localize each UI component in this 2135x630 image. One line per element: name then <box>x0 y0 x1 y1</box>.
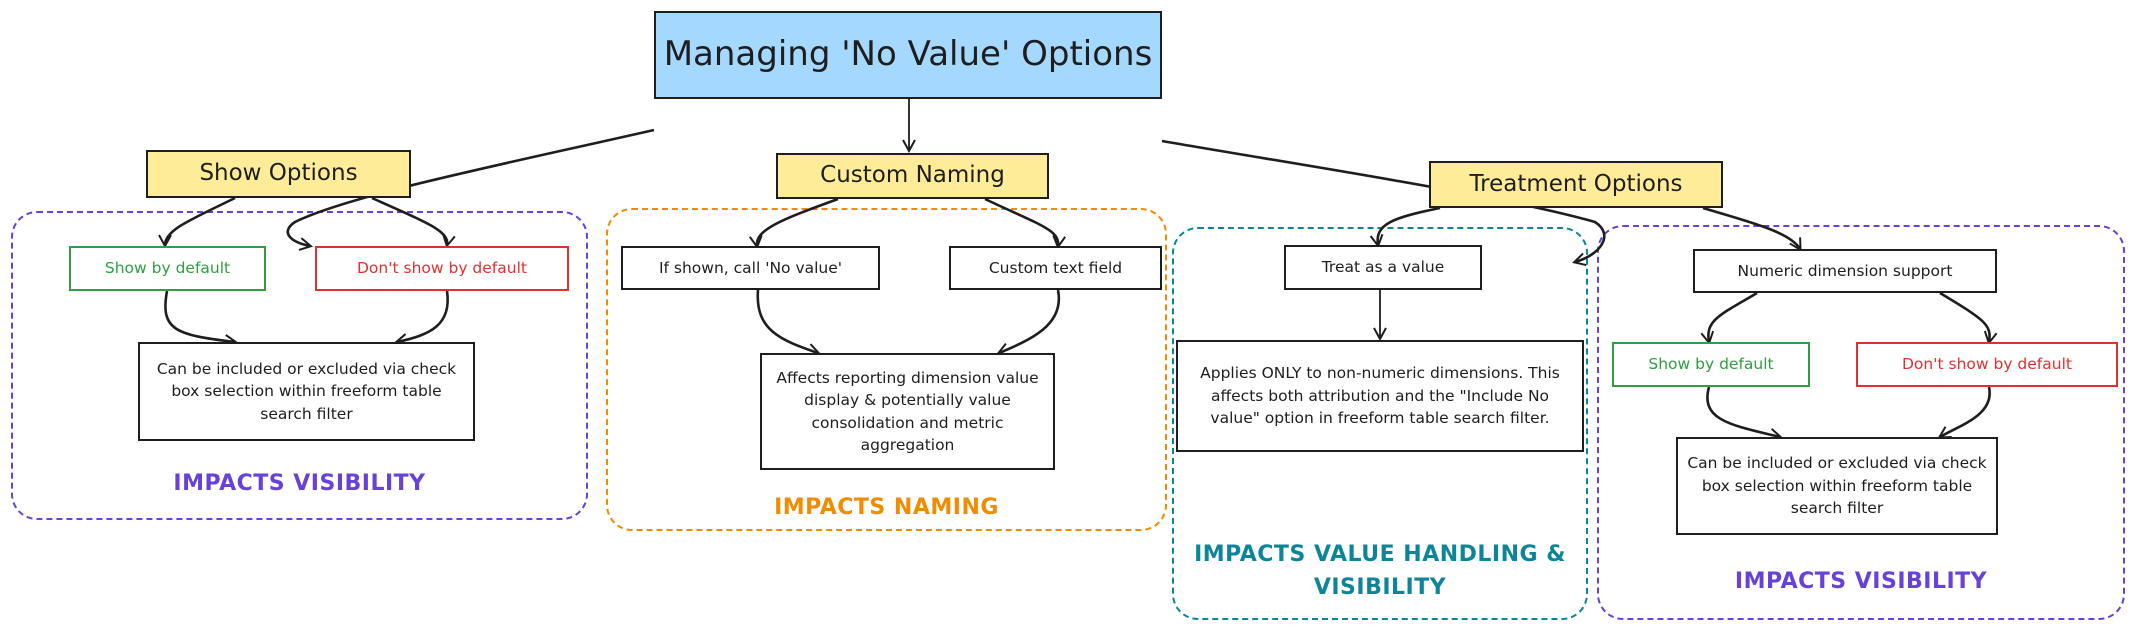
treat-result-node: Applies ONLY to non-numeric dimensions. … <box>1176 340 1584 452</box>
dont-show-by-default-label: Don't show by default <box>357 259 527 278</box>
arrow-default-to-result <box>164 290 235 342</box>
show-result-node: Can be included or excluded via check bo… <box>138 342 475 441</box>
arrow-numeric-to-dontshow <box>1939 291 1990 342</box>
group-naming <box>606 208 1167 531</box>
treat-as-value-node: Treat as a value <box>1284 245 1482 290</box>
category-show-label: Show Options <box>199 160 358 187</box>
arrow-treatment-to-treatvalue <box>1378 206 1441 245</box>
if-shown-node: If shown, call 'No value' <box>621 246 880 290</box>
arrow-customtext-to-result <box>999 289 1061 353</box>
numeric-show-by-default-node: Show by default <box>1612 342 1810 387</box>
arrow-show-to-dontshow <box>371 196 447 245</box>
numeric-support-label: Numeric dimension support <box>1737 261 1953 280</box>
category-custom-naming: Custom Naming <box>776 153 1049 199</box>
arrow-default2-to-result <box>1706 386 1780 437</box>
custom-text-node: Custom text field <box>949 246 1162 290</box>
show-group-label: IMPACTS VISIBILITY <box>173 471 426 496</box>
naming-group-label: IMPACTS NAMING <box>774 495 999 520</box>
numeric-show-by-default-label: Show by default <box>1648 355 1774 374</box>
numeric-support-node: Numeric dimension support <box>1693 249 1997 293</box>
arrow-title-to-show <box>286 128 655 246</box>
treat-group-label: IMPACTS VALUE HANDLING & VISIBILITY <box>1194 542 1566 600</box>
category-treatment-options: Treatment Options <box>1429 161 1723 208</box>
naming-result-text: Affects reporting dimension value displa… <box>776 368 1039 454</box>
numeric-result-text: Can be included or excluded via check bo… <box>1687 454 1987 518</box>
dont-show-by-default-node: Don't show by default <box>315 246 569 291</box>
group-value-handling <box>1172 227 1588 620</box>
root-title-text: Managing 'No Value' Options <box>663 34 1153 75</box>
numeric-dont-show-by-default-label: Don't show by default <box>1902 355 2072 374</box>
arrow-treatment-to-numeric <box>1702 206 1800 249</box>
arrow-dontshow-to-result <box>397 290 450 342</box>
naming-result-node: Affects reporting dimension value displa… <box>760 353 1055 470</box>
show-by-default-label: Show by default <box>104 259 231 278</box>
show-result-text: Can be included or excluded via check bo… <box>156 359 457 423</box>
numeric-result-node: Can be included or excluded via check bo… <box>1676 437 1998 535</box>
group-numeric-visibility <box>1597 225 2125 620</box>
arrow-ifshown-to-result <box>756 289 818 353</box>
category-treatment-label: Treatment Options <box>1469 170 1683 197</box>
arrow-show-to-default <box>165 196 236 245</box>
category-naming-label: Custom Naming <box>820 162 1005 189</box>
arrow-naming-to-ifshown <box>757 197 839 246</box>
group-show-visibility <box>11 211 588 520</box>
numeric-group-label: IMPACTS VISIBILITY <box>1734 569 1988 594</box>
arrow-dontshow2-to-result <box>1940 386 1991 437</box>
category-show-options: Show Options <box>146 150 411 198</box>
arrow-numeric-to-default <box>1708 291 1758 342</box>
arrow-naming-to-customtext <box>984 197 1058 246</box>
if-shown-label: If shown, call 'No value' <box>658 258 843 277</box>
custom-text-label: Custom text field <box>988 258 1123 277</box>
numeric-dont-show-by-default-node: Don't show by default <box>1856 342 2118 387</box>
root-title: Managing 'No Value' Options <box>654 11 1162 99</box>
treat-as-value-label: Treat as a value <box>1321 258 1445 277</box>
show-by-default-node: Show by default <box>69 246 266 291</box>
treat-result-text: Applies ONLY to non-numeric dimensions. … <box>1200 364 1560 428</box>
